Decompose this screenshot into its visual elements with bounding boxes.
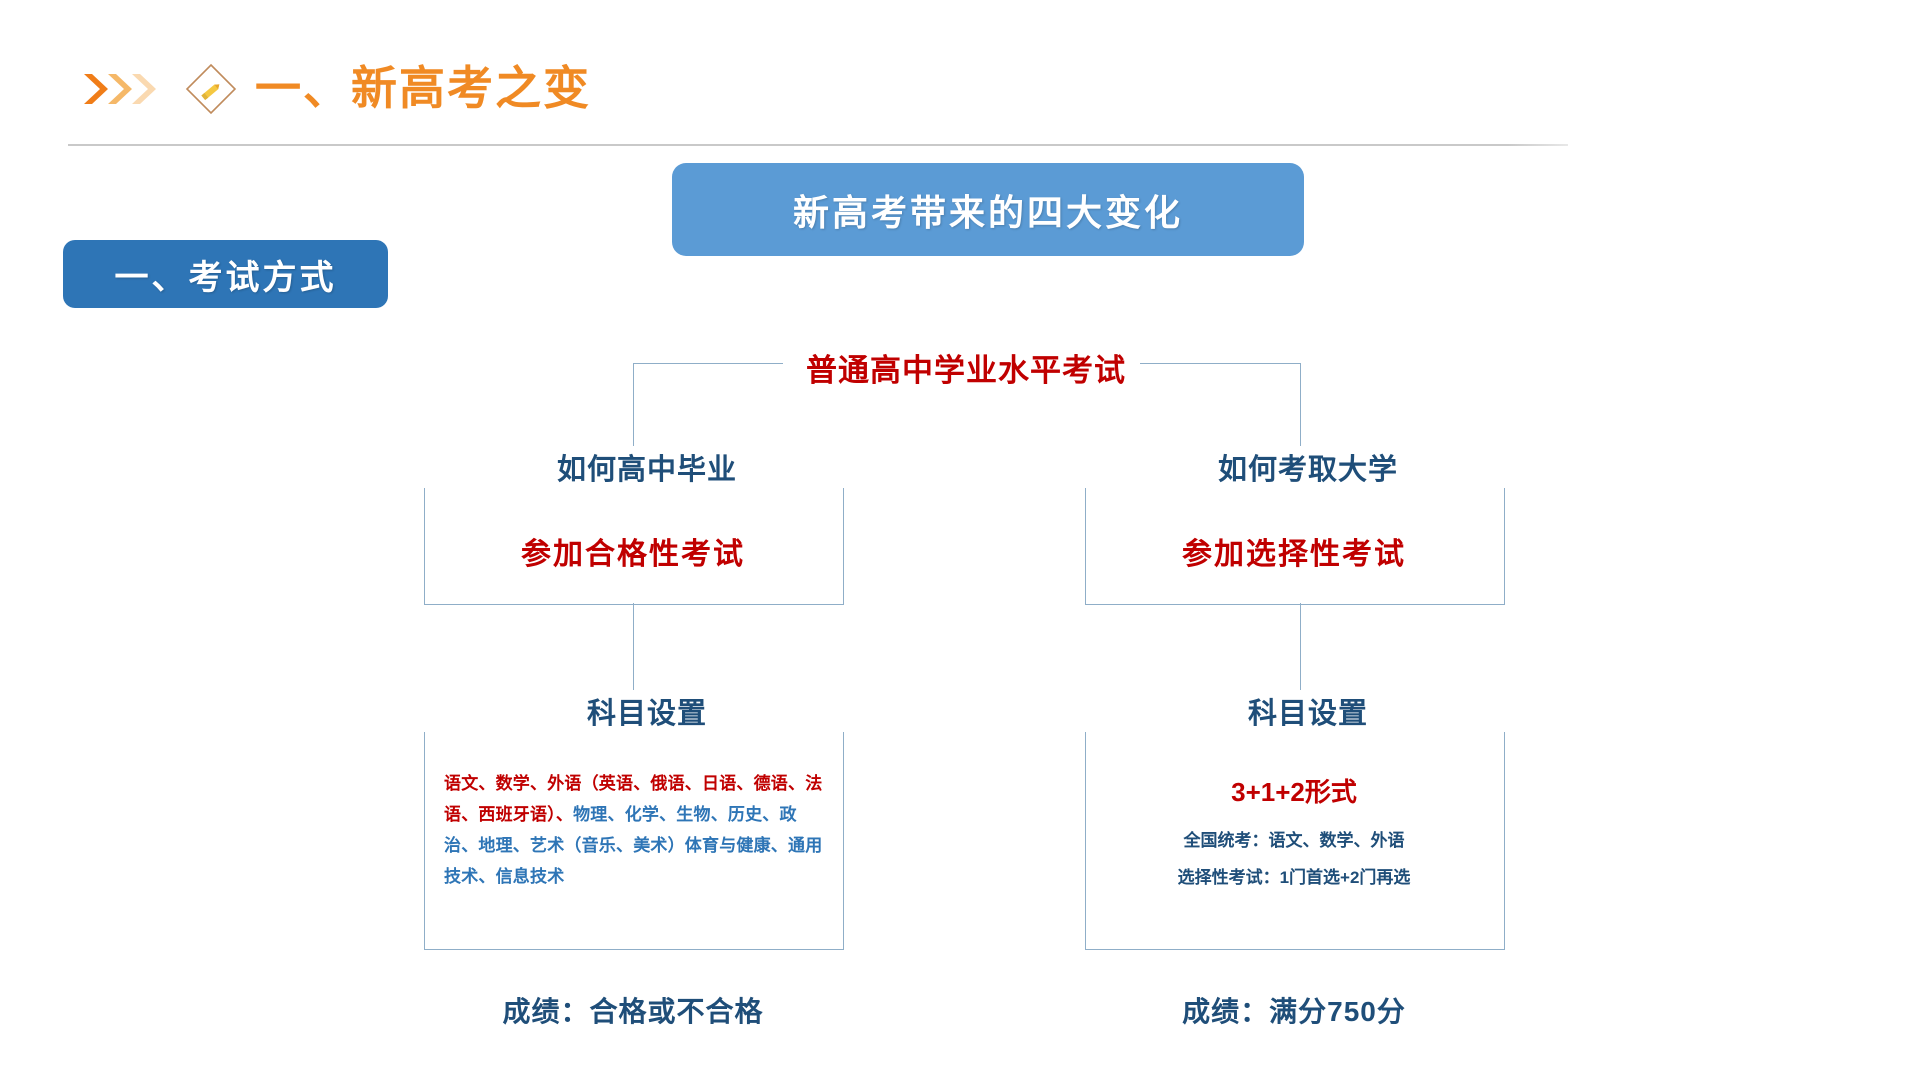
connector-right-to-detail	[1300, 603, 1301, 708]
exam-format-title: 3+1+2形式	[1231, 777, 1357, 807]
chevron-right-icon-2	[106, 72, 132, 106]
detail-box-right	[1085, 708, 1505, 950]
connector-root-drop-left	[633, 363, 634, 463]
result-left: 成绩：合格或不合格	[502, 996, 764, 1027]
subject-list-required: 语文、数学、外语（英语、俄语、日语、德语、法语、西班牙语）、	[444, 774, 823, 824]
branch-heading-right: 如何考取大学	[1085, 446, 1531, 488]
banner-label: 新高考带来的四大变化	[792, 191, 1183, 233]
diamond-pencil-icon	[184, 62, 238, 116]
branch-heading-left: 如何高中毕业	[424, 446, 870, 488]
header-divider	[68, 144, 1568, 146]
connector-root-left	[633, 363, 783, 364]
branch-subtitle-left: 参加合格性考试	[521, 538, 745, 571]
subject-list-left: 语文、数学、外语（英语、俄语、日语、德语、法语、西班牙语）、物理、化学、生物、历…	[444, 768, 824, 892]
banner-four-changes: 新高考带来的四大变化	[672, 163, 1304, 256]
connector-root-drop-right	[1300, 363, 1301, 463]
detail-box-left	[424, 708, 844, 950]
branch-subtitle-right: 参加选择性考试	[1182, 538, 1406, 571]
chevrons-right-icon	[82, 72, 168, 106]
subject-list-elective: 物理、化学、生物、历史、政治、地理、艺术（音乐、美术）体育与健康、通用技术、信息…	[444, 805, 823, 886]
detail-heading-left: 科目设置	[424, 690, 870, 732]
result-right: 成绩：满分750分	[1182, 996, 1406, 1027]
exam-format-line-2: 选择性考试：1门首选+2门再选	[1177, 868, 1411, 887]
chevron-right-icon-3	[130, 72, 156, 106]
root-node-label: 普通高中学业水平考试	[760, 345, 1172, 390]
chevron-right-icon-1	[82, 72, 108, 106]
connector-left-to-detail	[633, 603, 634, 708]
detail-heading-right: 科目设置	[1085, 690, 1531, 732]
page-title: 一、新高考之变	[255, 62, 591, 114]
section-tab-label: 一、考试方式	[114, 258, 337, 297]
section-tab-exam-method[interactable]: 一、考试方式	[63, 240, 388, 308]
page-header: 一、新高考之变	[0, 0, 1920, 150]
connector-root-right	[1140, 363, 1300, 364]
exam-format-line-1: 全国统考：语文、数学、外语	[1183, 831, 1405, 850]
